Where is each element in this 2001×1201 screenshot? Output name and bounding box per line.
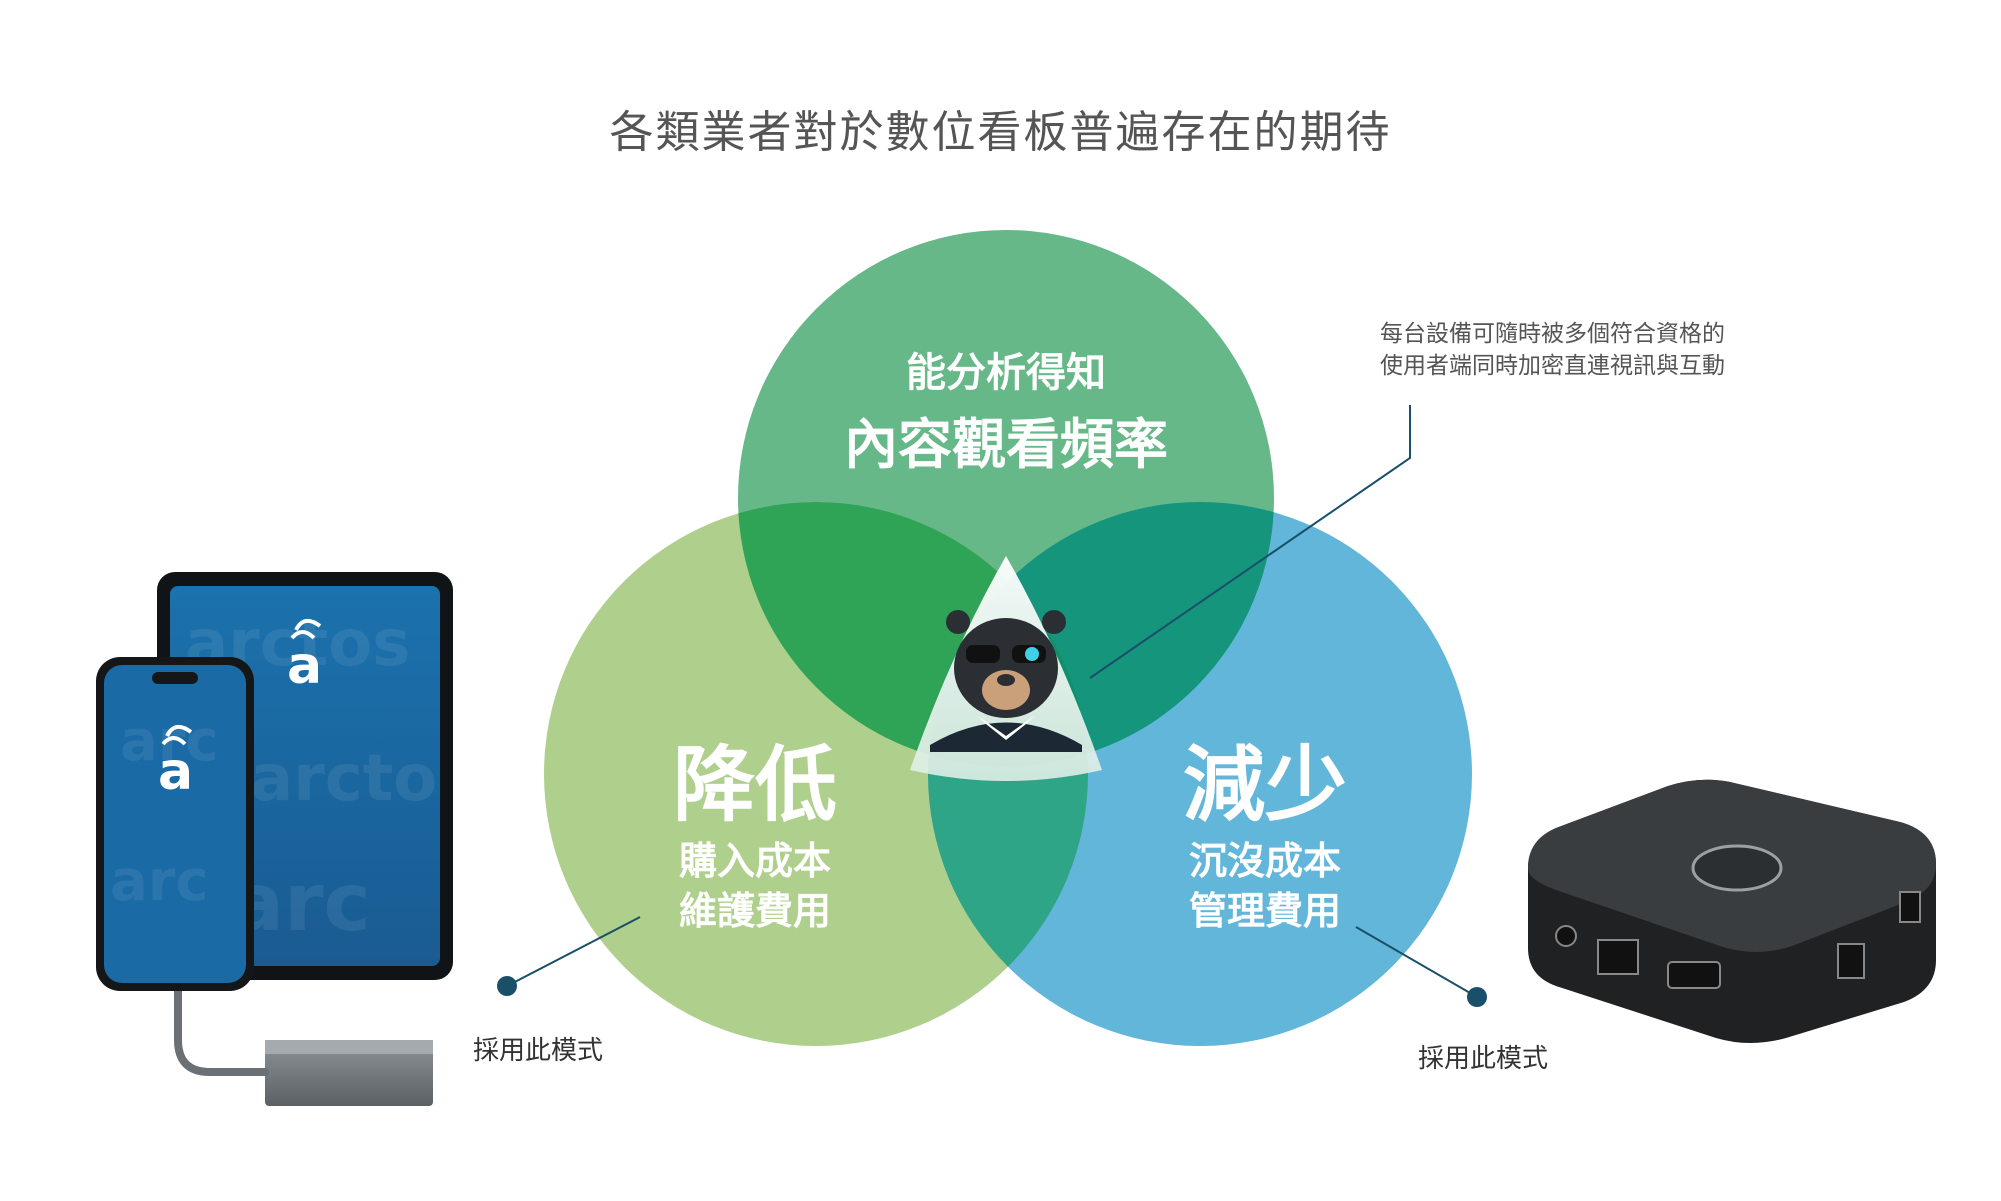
right-circle-line1: 沉沒成本 [1188, 839, 1341, 883]
top-circle-line2: 內容觀看頻率 [844, 413, 1168, 476]
note-connector-line [1089, 405, 1411, 679]
right-caption: 採用此模式 [1418, 1044, 1549, 1074]
left-caption: 採用此模式 [473, 1036, 604, 1066]
svg-text:arc: arc [110, 849, 209, 914]
right-circle-headline: 減少 [1182, 738, 1347, 833]
right-connector-dot [1467, 987, 1487, 1007]
power-bank-icon [174, 984, 433, 1106]
arctos-box-icon [1528, 779, 1936, 1043]
left-circle-headline: 降低 [672, 738, 837, 833]
note-line2: 使用者端同時加密直連視訊與互動 [1380, 353, 1725, 379]
phone-icon: arc arc a [96, 657, 254, 991]
svg-text:a: a [158, 742, 193, 802]
bear-mascot-icon [930, 610, 1082, 752]
left-connector-dot [497, 976, 517, 996]
overlap-top-right [928, 502, 1274, 766]
left-circle-line1: 購入成本 [678, 839, 831, 883]
svg-text:arc: arc [120, 709, 219, 774]
right-connector-line [1355, 926, 1478, 998]
left-connector-line [506, 916, 641, 987]
svg-text:arcto: arcto [250, 742, 437, 816]
top-circle-line1: 能分析得知 [906, 350, 1106, 396]
right-circle-line2: 管理費用 [1188, 889, 1341, 933]
svg-text:a: a [287, 636, 322, 696]
page-title: 各類業者對於數位看板普遍存在的期待 [609, 107, 1392, 158]
left-circle-line2: 維護費用 [678, 889, 831, 933]
overlap-top-left [738, 502, 1088, 766]
note-line1: 每台設備可隨時被多個符合資格的 [1380, 321, 1725, 347]
